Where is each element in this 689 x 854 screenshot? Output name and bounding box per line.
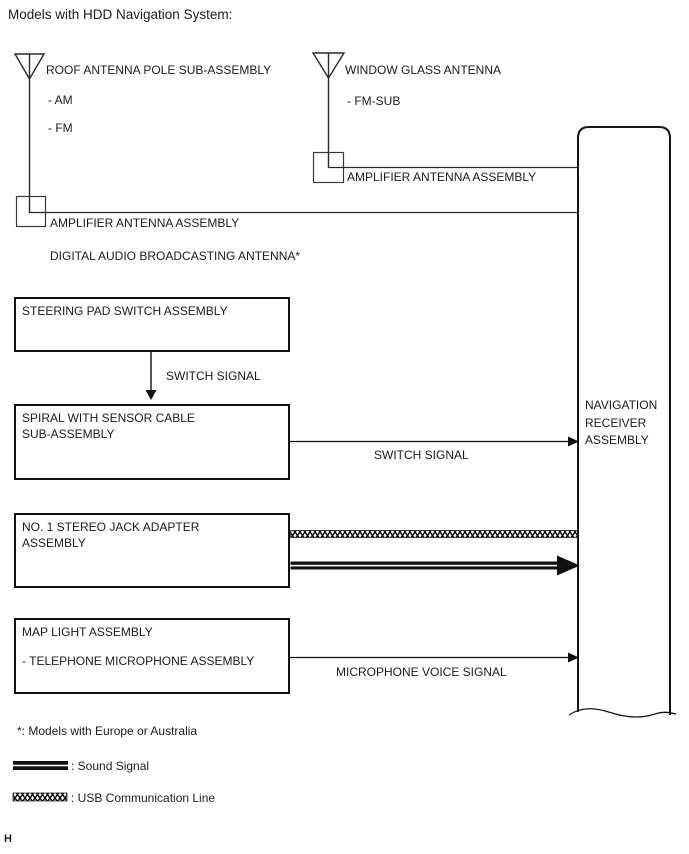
window-antenna-icon bbox=[311, 52, 346, 168]
roof-antenna-icon bbox=[13, 53, 46, 213]
map-light-assembly-box: MAP LIGHT ASSEMBLY - TELEPHONE MICROPHON… bbox=[14, 618, 290, 694]
steering-pad-switch-box: STEERING PAD SWITCH ASSEMBLY bbox=[14, 297, 290, 352]
roof-amplifier-antenna-box bbox=[15, 195, 47, 228]
legend-sound-signal-symbol bbox=[13, 761, 68, 770]
spiral-sensor-cable-box: SPIRAL WITH SENSOR CABLE SUB-ASSEMBLY bbox=[14, 404, 290, 480]
spiral-sensor-cable-label-line1: SPIRAL WITH SENSOR CABLE bbox=[22, 411, 195, 425]
telephone-microphone-label: - TELEPHONE MICROPHONE ASSEMBLY bbox=[22, 654, 255, 668]
navigation-receiver-label-line2: RECEIVER bbox=[585, 415, 647, 430]
navigation-receiver-break-line bbox=[568, 708, 677, 718]
usb-communication-line bbox=[290, 530, 579, 538]
dab-antenna-label: DIGITAL AUDIO BROADCASTING ANTENNA* bbox=[50, 249, 301, 263]
footer-mark: H bbox=[4, 833, 12, 845]
microphone-voice-signal-arrow bbox=[290, 652, 579, 663]
window-antenna-label: WINDOW GLASS ANTENNA bbox=[345, 63, 502, 77]
legend-usb-line-symbol bbox=[12, 792, 68, 802]
navigation-receiver-label-line1: NAVIGATION bbox=[585, 398, 658, 412]
spiral-sensor-cable-label-line2: SUB-ASSEMBLY bbox=[22, 427, 115, 441]
stereo-jack-adapter-box: NO. 1 STEREO JACK ADAPTER ASSEMBLY bbox=[14, 513, 290, 588]
stereo-jack-adapter-label-line1: NO. 1 STEREO JACK ADAPTER bbox=[22, 520, 200, 534]
legend-usb-line-label: : USB Communication Line bbox=[71, 791, 216, 805]
steering-pad-switch-label: STEERING PAD SWITCH ASSEMBLY bbox=[22, 304, 228, 318]
roof-antenna-band-am: - AM bbox=[48, 93, 73, 107]
switch-signal-vertical-label: SWITCH SIGNAL bbox=[166, 369, 261, 383]
switch-signal-down-arrow bbox=[145, 352, 157, 400]
navigation-receiver-outline bbox=[577, 126, 671, 715]
window-amplifier-label: AMPLIFIER ANTENNA ASSEMBLY bbox=[347, 170, 537, 184]
switch-signal-arrow bbox=[290, 436, 579, 447]
microphone-voice-signal-label: MICROPHONE VOICE SIGNAL bbox=[336, 665, 507, 679]
roof-antenna-band-fm: - FM bbox=[48, 121, 73, 135]
navigation-receiver-label-line3: ASSEMBLY bbox=[585, 433, 649, 447]
legend-region-note: *: Models with Europe or Australia bbox=[17, 724, 198, 738]
page-title: Models with HDD Navigation System: bbox=[8, 7, 233, 22]
roof-amplifier-label: AMPLIFIER ANTENNA ASSEMBLY bbox=[50, 216, 240, 230]
legend-sound-signal-label: : Sound Signal bbox=[71, 759, 150, 773]
roof-antenna-label: ROOF ANTENNA POLE SUB-ASSEMBLY bbox=[46, 63, 272, 77]
switch-signal-horizontal-label: SWITCH SIGNAL bbox=[374, 448, 469, 462]
window-antenna-band-fm-sub: - FM-SUB bbox=[347, 94, 401, 108]
stereo-jack-adapter-label-line2: ASSEMBLY bbox=[22, 536, 86, 550]
navigation-receiver-label: NAVIGATION RECEIVER ASSEMBLY bbox=[585, 397, 657, 450]
sound-signal-arrow bbox=[290, 555, 580, 576]
map-light-label: MAP LIGHT ASSEMBLY bbox=[22, 625, 153, 639]
